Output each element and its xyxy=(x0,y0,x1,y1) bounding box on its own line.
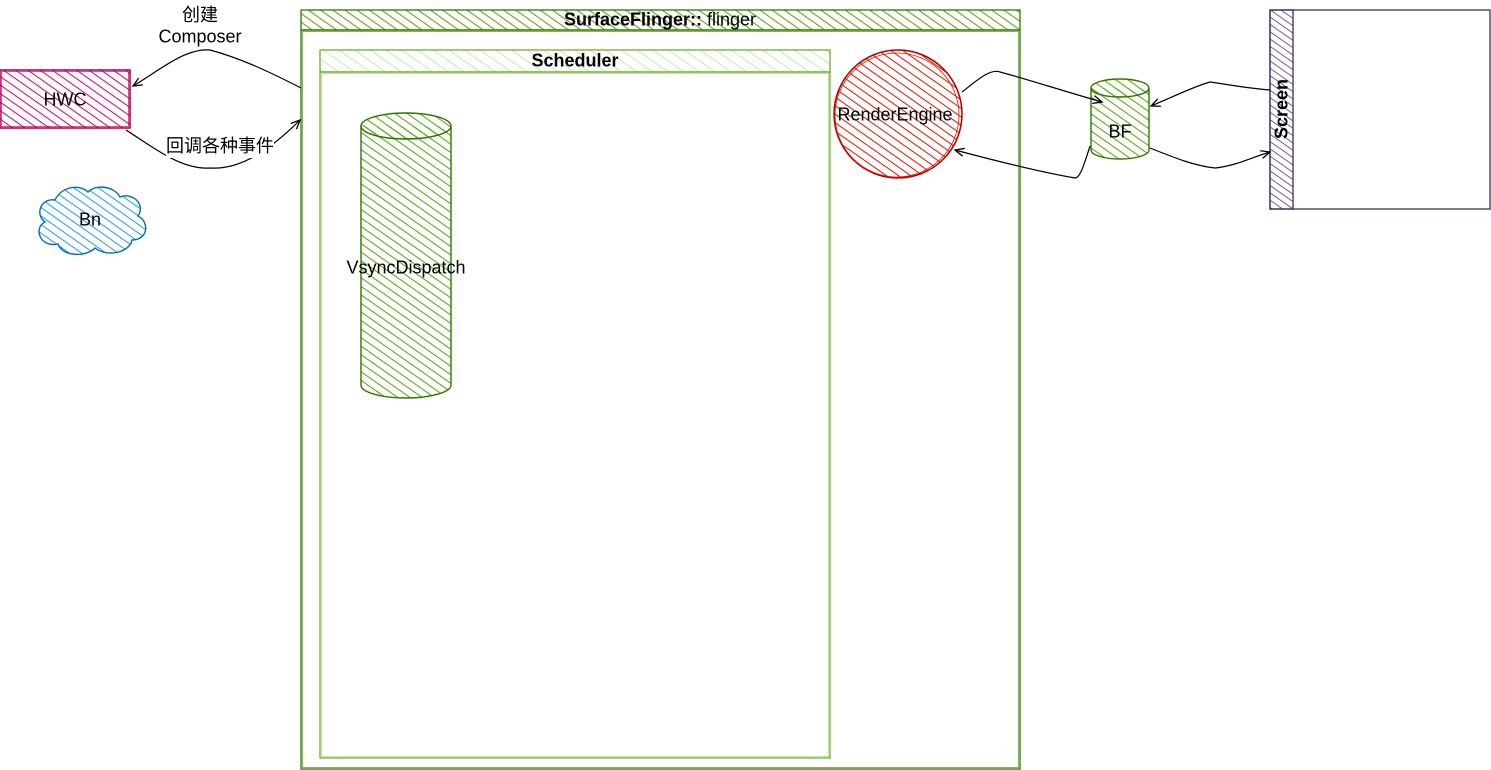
scheduler-title: Scheduler xyxy=(531,50,619,71)
bn-cloud[interactable] xyxy=(38,186,147,255)
vsync-dispatch-cylinder[interactable] xyxy=(360,112,452,399)
render-engine-circle[interactable] xyxy=(833,49,963,179)
render-engine-label: RenderEngine xyxy=(837,104,953,125)
scheduler-container[interactable] xyxy=(319,49,831,759)
hwc-box[interactable] xyxy=(0,69,131,129)
hwc-label: HWC xyxy=(43,89,87,110)
edge-label-callback: 回调各种事件 xyxy=(166,132,274,158)
scheduler-header xyxy=(319,49,831,73)
screen-title: Screen xyxy=(1271,78,1292,140)
bf-cylinder[interactable] xyxy=(1090,78,1150,160)
edge-bf-to-screen[interactable] xyxy=(1149,147,1272,169)
surfaceflinger-title: SurfaceFlinger:: flinger xyxy=(564,10,756,31)
vsync-dispatch-label: VsyncDispatch xyxy=(346,257,466,278)
surfaceflinger-title-bold: SurfaceFlinger:: xyxy=(563,9,702,30)
edge-screen-to-bf[interactable] xyxy=(1149,81,1271,107)
edge-label-create-line1: 创建 xyxy=(182,5,218,25)
surfaceflinger-title-rest: flinger xyxy=(702,9,757,30)
edge-render-to-bf[interactable] xyxy=(961,70,1104,105)
bf-label: BF xyxy=(1108,121,1132,142)
edge-callback-events[interactable] xyxy=(125,118,302,169)
surfaceflinger-header xyxy=(300,9,1021,31)
surfaceflinger-container[interactable] xyxy=(300,9,1021,770)
bn-label: Bn xyxy=(78,209,102,230)
edge-bf-to-render[interactable] xyxy=(953,145,1091,179)
edge-label-create-line2: Composer xyxy=(158,26,242,47)
screen-container[interactable] xyxy=(1269,9,1491,210)
edge-create-composer[interactable] xyxy=(131,49,302,89)
screen-header xyxy=(1269,9,1294,210)
